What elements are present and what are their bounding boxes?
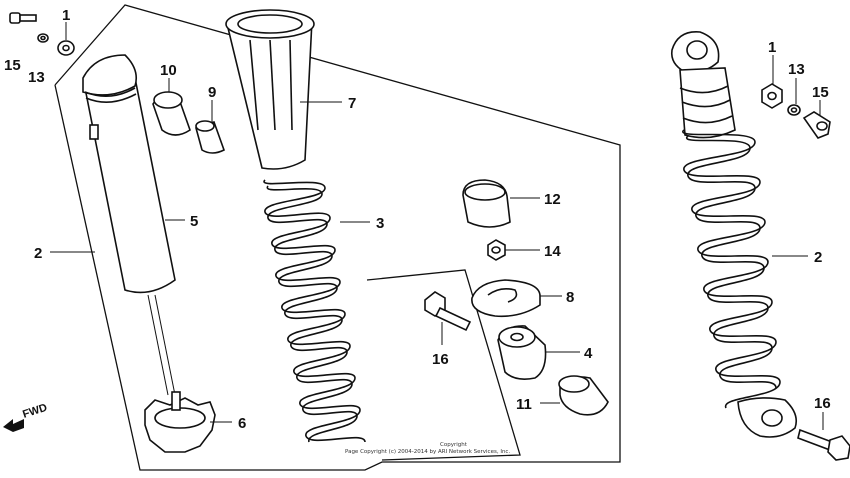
- bolt-16-right: [797, 428, 850, 461]
- callout-4: 4: [584, 345, 593, 362]
- shock-damper-body: [82, 54, 176, 396]
- bushing-10: [152, 91, 191, 136]
- callout-8: 8: [566, 289, 574, 306]
- spring-guide: [225, 9, 315, 170]
- callout-1: 1: [62, 7, 70, 24]
- spring-left: [263, 179, 366, 443]
- callout-15: 15: [4, 57, 21, 74]
- washer-13-right: [787, 104, 801, 116]
- stopper-rubber-12: [462, 179, 511, 228]
- callout-6: 6: [238, 415, 246, 432]
- svg-text:Copyright: Copyright: [440, 442, 468, 448]
- callout-13: 13: [28, 69, 45, 86]
- callout-5: 5: [190, 213, 198, 230]
- callout-16: 16: [432, 351, 449, 368]
- leader-lines: [50, 22, 824, 430]
- collar-9: [195, 120, 225, 154]
- fwd-arrow-icon: FWD: [3, 402, 49, 432]
- callout-9: 9: [208, 84, 216, 101]
- callout-16-right: 16: [814, 395, 831, 412]
- callout-labels: 15 13 1 10 9 7 5 2 3 6 12 14 8 16 4 11 1…: [4, 7, 831, 432]
- assembly-outline: [54, 4, 621, 471]
- callout-2-right: 2: [814, 249, 822, 266]
- svg-text:FWD: FWD: [21, 402, 49, 421]
- washer-13-left: [37, 33, 49, 43]
- spring-seat-stopper-8: [471, 279, 541, 318]
- callout-12: 12: [544, 191, 561, 208]
- svg-text:Page Copyright (c) 2004-2014 b: Page Copyright (c) 2004-2014 by ARI Netw…: [345, 449, 510, 455]
- callout-11: 11: [516, 396, 532, 413]
- bushing-4: [497, 325, 547, 380]
- callout-1-right: 1: [768, 39, 776, 56]
- callout-7: 7: [348, 95, 356, 112]
- bolt-15-left: [9, 12, 37, 24]
- callout-10: 10: [160, 62, 177, 79]
- callout-15-right: 15: [812, 84, 829, 101]
- collar-11: [558, 375, 609, 416]
- copyright-note: Copyright Page Copyright (c) 2004-2014 b…: [345, 442, 510, 455]
- shock-assembly-right: [670, 31, 798, 438]
- bolt-16-center: [424, 291, 472, 332]
- nut-1-right: [761, 83, 783, 109]
- callout-3: 3: [376, 215, 384, 232]
- bolt-15-right: [802, 111, 831, 139]
- nut-14: [487, 239, 506, 261]
- callout-2: 2: [34, 245, 42, 262]
- callout-13-right: 13: [788, 61, 805, 78]
- nut-1-left: [57, 40, 75, 56]
- callout-14: 14: [544, 243, 561, 260]
- spring-adjuster: [144, 391, 216, 453]
